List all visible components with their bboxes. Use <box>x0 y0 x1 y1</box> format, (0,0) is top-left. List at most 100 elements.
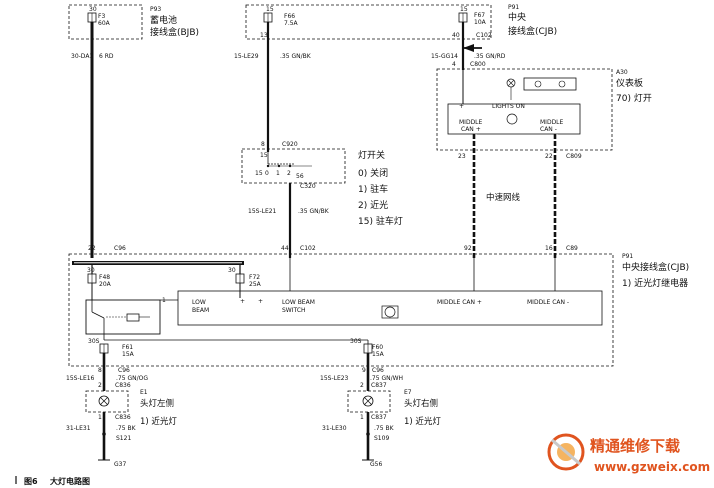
switch-pin-0: 0 <box>265 170 269 177</box>
switch-pos0: 0) 关闭 <box>358 167 388 179</box>
cjb-top-name-1: 中央 <box>508 11 526 23</box>
right-sub: 1) 近光灯 <box>404 416 441 427</box>
left-lamp-box <box>85 390 129 413</box>
caption-title: 大灯电路图 <box>50 476 90 486</box>
f66-wire-color: .35 GN/BK <box>280 53 312 60</box>
a30-mid-right-2: CAN - <box>540 126 557 133</box>
cjb-fuse-f61 <box>99 343 109 354</box>
cjb-pin-44: 44 <box>281 245 289 252</box>
a30-name-2: 70) 灯开 <box>616 93 652 104</box>
a30-lights-on: LIGHTS ON <box>492 103 525 110</box>
left-code: E1 <box>140 389 148 396</box>
a30-pin-in: 4 <box>452 61 456 68</box>
f66-wire-id: 15-LE29 <box>234 53 259 60</box>
bjb-wire-color: 6 RD <box>99 53 114 60</box>
f67-rating: 10A <box>474 19 487 26</box>
right-lamp-bulb-icon <box>362 395 374 407</box>
cjb-fuse-f66 <box>263 12 273 23</box>
right-wire-id: 15S-LE23 <box>320 375 349 382</box>
bjb-fuse-rating: 60A <box>98 20 111 27</box>
left-conn-bot: C836 <box>115 414 131 421</box>
a30-mid-left-1: MIDDLE <box>459 119 483 126</box>
low-beam-relay <box>85 299 161 335</box>
left-ground: G37 <box>114 461 126 468</box>
right-pin-top: 2 <box>360 382 364 389</box>
switch-pin-56: 56 <box>296 173 304 180</box>
watermark-logo-icon <box>547 433 585 471</box>
a30-pin-right: 22 <box>545 153 553 160</box>
headlamp-icon <box>558 80 566 88</box>
cjb-pin-16: 16 <box>545 245 553 252</box>
a30-mid-right-1: MIDDLE <box>540 119 564 126</box>
a30-module <box>447 103 581 135</box>
cjb-top-code: P91 <box>508 4 519 11</box>
cjb-fuse-f72 <box>235 273 245 284</box>
cjb-main-name: 中央接线盒(CJB) <box>622 261 689 273</box>
cjb-fuse-f60 <box>363 343 373 354</box>
f60-id: F60 <box>372 344 383 351</box>
f61-conn: C96 <box>118 367 130 374</box>
switch-pos15: 15) 驻车灯 <box>358 215 403 227</box>
f61-id: F61 <box>122 344 133 351</box>
switch-pin-15: 15 <box>260 152 268 159</box>
f61-pin: 30S <box>88 338 100 345</box>
f48-pin: 30 <box>87 267 95 274</box>
switch-wire-color: .35 GN/BK <box>298 208 330 215</box>
cjb-top-box <box>245 4 492 40</box>
relay-contact <box>91 311 105 319</box>
right-code: E7 <box>404 389 412 396</box>
bjb-code: P93 <box>150 6 161 13</box>
f60-rating: 15A <box>372 351 385 358</box>
left-color-bot: .75 BK <box>116 425 137 432</box>
switch-pin-15b: 15 <box>255 170 263 177</box>
left-lamp-bulb-icon <box>98 395 110 407</box>
f66-pin: 15 <box>266 6 274 13</box>
f61-rating: 15A <box>122 351 135 358</box>
f60-bottom: 9 <box>362 367 366 374</box>
f67-id: F67 <box>474 12 485 19</box>
module-mid-can-plus: MIDDLE CAN + <box>437 299 482 306</box>
a30-conn-in: C800 <box>470 61 486 68</box>
switch-pin-2: 2 <box>287 170 291 177</box>
relay-coil <box>126 313 140 322</box>
f60-pin: 30S <box>350 338 362 345</box>
a30-headlamp-icon-box <box>523 77 577 91</box>
f67-wire-id: 15-GG14 <box>431 53 458 60</box>
a30-code: A30 <box>616 69 628 76</box>
warning-icon <box>506 113 518 125</box>
f66-rating: 7.5A <box>284 20 299 27</box>
cjb-pin-22: 22 <box>88 245 96 252</box>
left-wire-color: .75 GN/OG <box>116 375 148 382</box>
caption-figure-no: 图6 <box>24 477 38 486</box>
f66-pin-bottom: 13 <box>260 32 268 39</box>
left-splice-dot <box>102 432 106 436</box>
left-name: 头灯左侧 <box>140 398 174 409</box>
f67-pin: 15 <box>460 6 468 13</box>
bjb-fuse-f3 <box>87 12 97 23</box>
left-conn-top: C836 <box>115 382 131 389</box>
right-wire-bot: 31-LE30 <box>322 425 347 432</box>
cjb-fuse-f48 <box>87 273 97 284</box>
left-pin-top: 2 <box>98 382 102 389</box>
cjb-main-relay: 1) 近光灯继电器 <box>622 277 688 289</box>
can-label: 中速网线 <box>486 192 521 203</box>
cjb-pin-92: 92 <box>464 245 472 252</box>
f48-id: F48 <box>99 274 110 281</box>
a30-mid-left-2: CAN + <box>461 126 481 133</box>
right-ground: G56 <box>370 461 382 468</box>
cjb-main-box <box>68 253 614 367</box>
low-beam-2: BEAM <box>192 307 209 314</box>
headlamp-icon <box>534 80 542 88</box>
warning-icon <box>384 306 396 318</box>
f48-rating: 20A <box>99 281 112 288</box>
a30-box <box>436 68 613 151</box>
f72-pin: 30 <box>228 267 236 274</box>
right-conn-top: C837 <box>371 382 387 389</box>
watermark-url: www.gzweix.com <box>594 460 710 474</box>
bjb-fuse-id: F3 <box>98 13 105 20</box>
f66-id: F66 <box>284 13 295 20</box>
cjb-conn-c89: C89 <box>566 245 578 252</box>
right-name: 头灯右侧 <box>404 398 438 409</box>
